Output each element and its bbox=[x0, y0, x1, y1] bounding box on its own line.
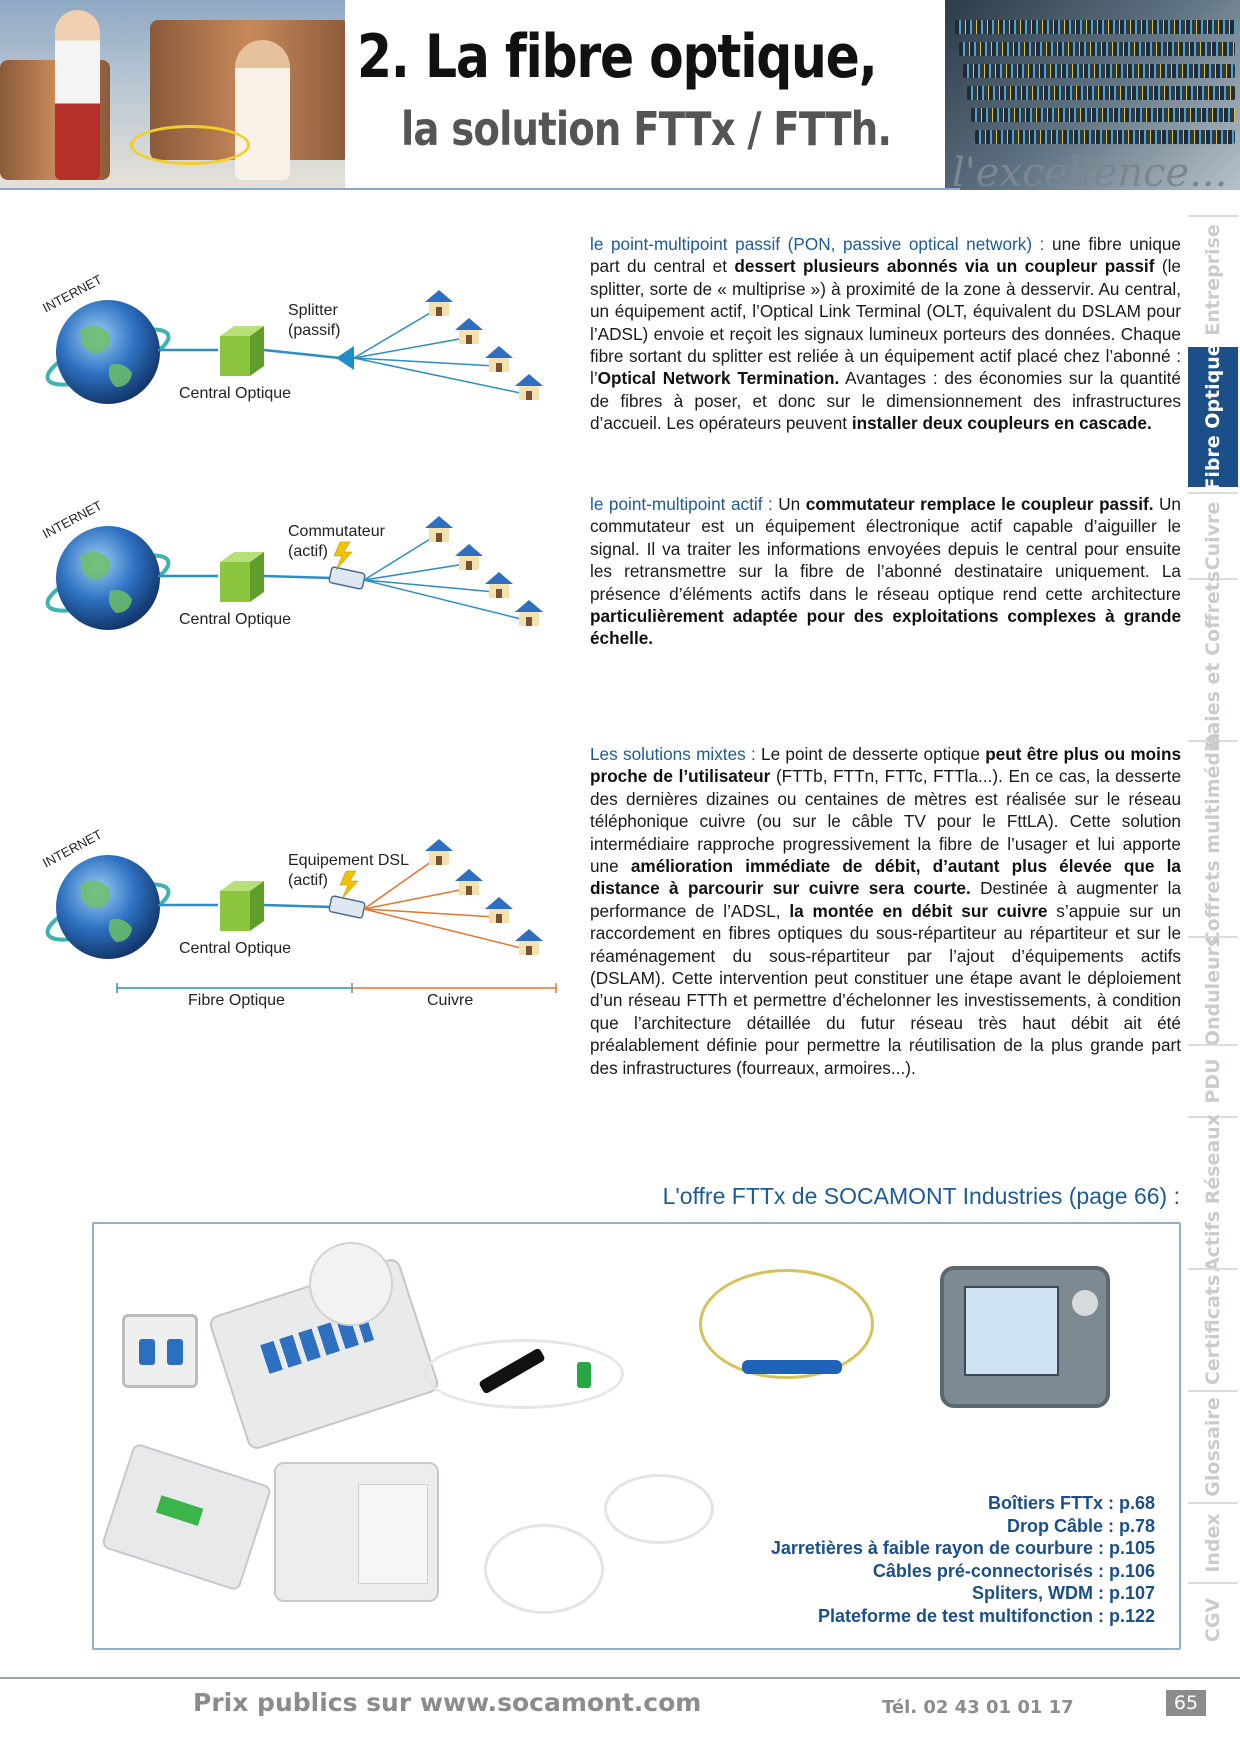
lightning-icon bbox=[333, 541, 353, 571]
diagram-mixed: INTERNET Central Optique Equipement DSL … bbox=[40, 825, 570, 1015]
splitter-label: Splitter bbox=[288, 302, 338, 319]
tab-certificats[interactable]: Certificats bbox=[1188, 1268, 1238, 1390]
diagram-passive-pon: INTERNET Central Optique Splitter (passi… bbox=[40, 270, 570, 450]
children-fibre-photo bbox=[0, 0, 345, 190]
tab-baies-coffrets[interactable]: Baies et Coffrets bbox=[1188, 571, 1238, 749]
central-label: Central Optique bbox=[179, 611, 292, 628]
tab-entreprise[interactable]: Entreprise bbox=[1188, 215, 1238, 343]
house-icon bbox=[425, 516, 453, 542]
paragraph-active: le point-multipoint actif : Un commutate… bbox=[590, 494, 1181, 649]
paragraph-lead: le point-multipoint actif : bbox=[590, 494, 773, 514]
central-optique-icon bbox=[220, 552, 264, 602]
child-figure-left bbox=[55, 10, 100, 180]
wall-cabinet-image bbox=[274, 1462, 439, 1602]
offer-item[interactable]: Plateforme de test multifonction : p.122 bbox=[817, 1605, 1155, 1626]
yellow-fibre-loop bbox=[130, 125, 250, 165]
paragraph-passive: le point-multipoint passif (PON, passive… bbox=[590, 234, 1181, 434]
offer-item[interactable]: Jarretières à faible rayon de courbure :… bbox=[770, 1538, 1155, 1558]
paragraph-mixed: Les solutions mixtes : Le point de desse… bbox=[590, 744, 1182, 1078]
lightning-icon bbox=[339, 870, 359, 900]
central-label: Central Optique bbox=[179, 385, 292, 402]
tab-cgv[interactable]: CGV bbox=[1188, 1582, 1238, 1656]
footer-phone: Tél. 02 43 01 01 17 bbox=[882, 1697, 1074, 1718]
splitter-icon bbox=[336, 346, 354, 370]
house-icon bbox=[485, 346, 513, 372]
patch-cord-image bbox=[699, 1269, 874, 1379]
segment-fibre-label: Fibre Optique bbox=[188, 992, 285, 1009]
house-icon bbox=[455, 318, 483, 344]
dsl-label: Equipement DSL bbox=[288, 852, 409, 869]
offer-title: L'offre FTTx de SOCAMONT Industries (pag… bbox=[662, 1183, 1180, 1209]
dsl-equipment-icon bbox=[328, 895, 366, 919]
house-icon bbox=[485, 572, 513, 598]
paragraph-lead: Les solutions mixtes : bbox=[590, 744, 756, 764]
footer-divider bbox=[0, 1677, 1240, 1679]
splice-tray-image bbox=[309, 1242, 393, 1326]
server-rack-photo bbox=[945, 0, 1240, 190]
wall-outlet-image bbox=[122, 1314, 198, 1388]
tab-fibre-optique[interactable]: Fibre Optique bbox=[1188, 343, 1238, 491]
segment-copper-label: Cuivre bbox=[427, 992, 474, 1009]
child-figure-right bbox=[235, 40, 290, 180]
house-icon bbox=[485, 897, 513, 923]
house-icon bbox=[515, 600, 543, 626]
page-header: 2. La fibre optique, la solution FTTx / … bbox=[0, 0, 1240, 200]
splitter-cable-image bbox=[424, 1339, 624, 1409]
house-icon bbox=[455, 544, 483, 570]
offer-item[interactable]: Câbles pré-connectorisés : p.106 bbox=[872, 1560, 1155, 1581]
tab-onduleurs[interactable]: Onduleurs bbox=[1188, 936, 1238, 1046]
offer-item[interactable]: Drop Câble : p.78 bbox=[1006, 1515, 1155, 1536]
tab-pdu[interactable]: PDU bbox=[1188, 1044, 1238, 1116]
house-icon bbox=[515, 929, 543, 955]
central-optique-icon bbox=[220, 326, 264, 376]
tab-actifs-reseaux[interactable]: Actifs Réseaux bbox=[1188, 1114, 1238, 1272]
offer-box: Boîtiers FTTx : p.68 Drop Câble : p.78 J… bbox=[92, 1222, 1181, 1650]
tab-cuivre[interactable]: Cuivre bbox=[1188, 492, 1238, 578]
globe-icon bbox=[45, 300, 171, 404]
house-icon bbox=[425, 290, 453, 316]
header-divider bbox=[0, 188, 960, 190]
fibre-coil-image-2 bbox=[604, 1474, 714, 1544]
open-box-image bbox=[100, 1442, 273, 1592]
page-subtitle: la solution FTTx / FTTh. bbox=[401, 102, 892, 156]
tab-coffrets-multimedia[interactable]: Coffrets multimédia bbox=[1188, 733, 1238, 945]
offer-page-list: Boîtiers FTTx : p.68 Drop Câble : p.78 J… bbox=[771, 1492, 1155, 1627]
tab-index[interactable]: Index bbox=[1188, 1502, 1238, 1582]
house-icon bbox=[455, 869, 483, 895]
dsl-sublabel: (actif) bbox=[288, 872, 328, 889]
page-number: 65 bbox=[1166, 1690, 1206, 1716]
footer-prices-link[interactable]: Prix publics sur www.socamont.com bbox=[193, 1688, 702, 1717]
globe-icon bbox=[45, 855, 171, 959]
switch-label: Commutateur bbox=[288, 523, 385, 540]
tagline-script: l'excellence... bbox=[952, 150, 1228, 196]
offer-item[interactable]: Spliters, WDM : p.107 bbox=[971, 1583, 1155, 1603]
offer-item[interactable]: Boîtiers FTTx : p.68 bbox=[987, 1493, 1155, 1513]
central-optique-icon bbox=[220, 881, 264, 931]
otdr-tester-image bbox=[940, 1266, 1110, 1408]
fibre-coil-image bbox=[484, 1524, 604, 1614]
splitter-sublabel: (passif) bbox=[288, 322, 341, 339]
diagram-active: INTERNET Central Optique Commutateur (ac… bbox=[40, 496, 570, 676]
house-icon bbox=[515, 374, 543, 400]
globe-icon bbox=[45, 526, 171, 630]
segment-copper-bracket bbox=[351, 983, 557, 993]
tab-glossaire[interactable]: Glossaire bbox=[1188, 1390, 1238, 1502]
switch-icon bbox=[328, 566, 366, 590]
paragraph-lead: le point-multipoint passif (PON, passive… bbox=[590, 234, 1045, 254]
house-icon bbox=[425, 839, 453, 865]
segment-fibre-bracket bbox=[116, 983, 352, 993]
switch-sublabel: (actif) bbox=[288, 543, 328, 560]
page-title: 2. La fibre optique, bbox=[357, 22, 878, 92]
central-label: Central Optique bbox=[179, 940, 292, 957]
